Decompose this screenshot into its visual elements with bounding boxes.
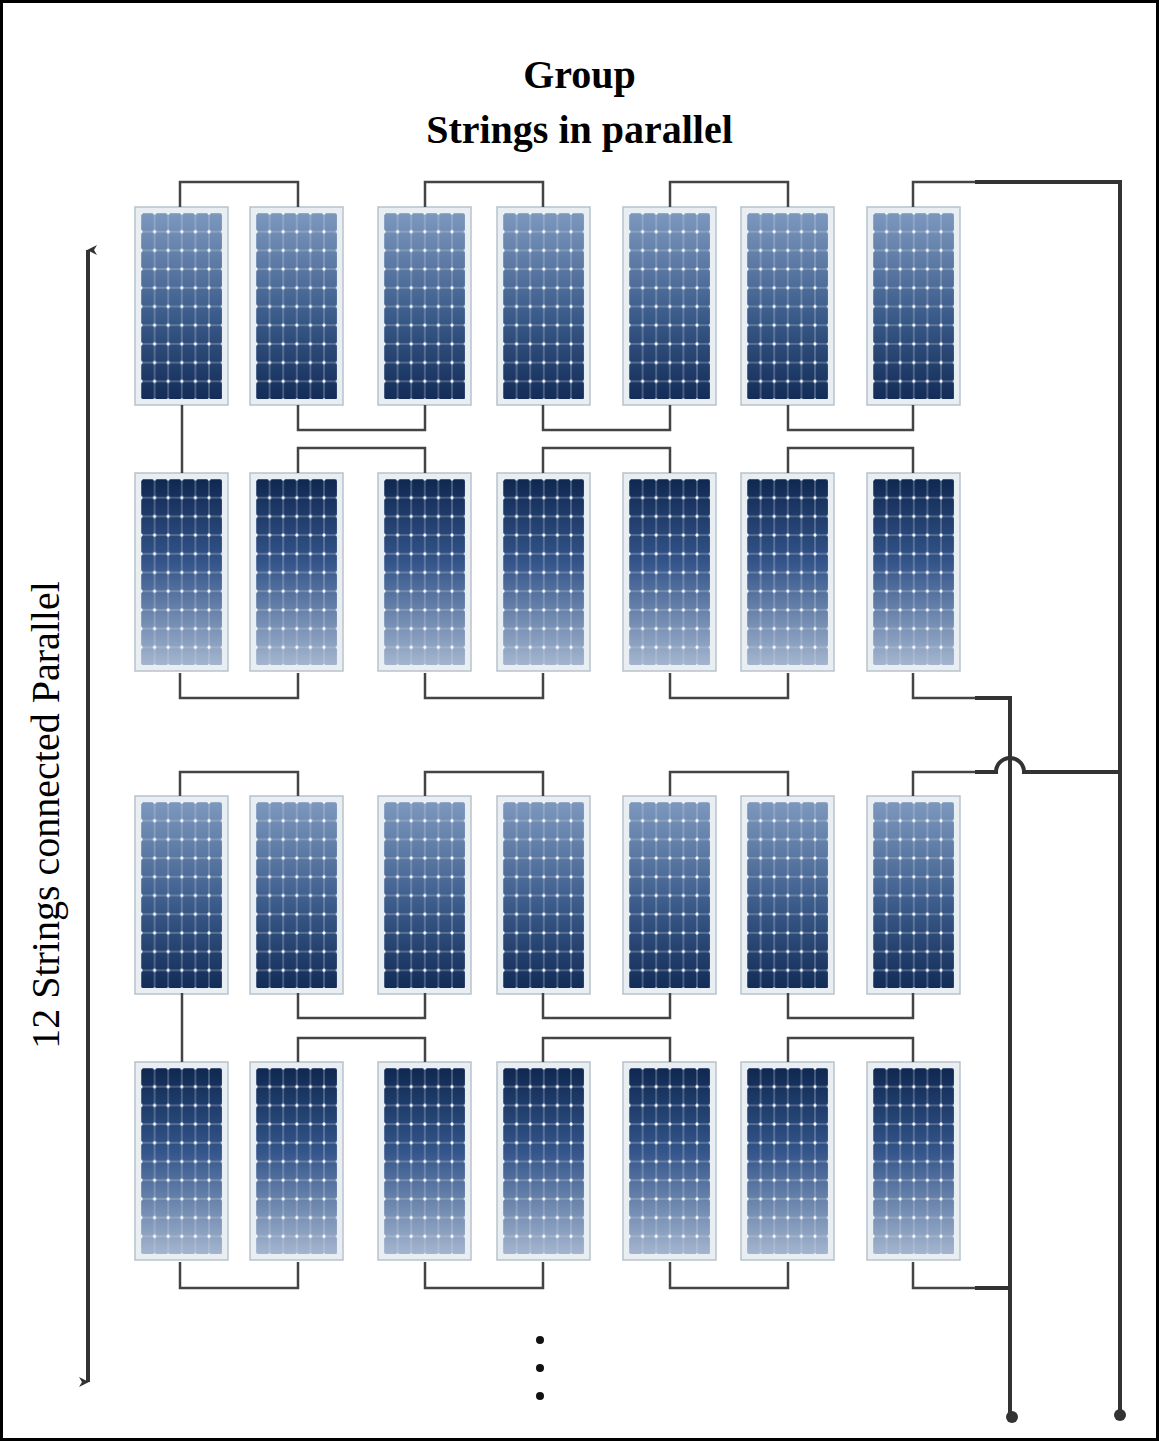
diagram-title: Group: [0, 52, 1159, 98]
solar-panel: [250, 1062, 343, 1260]
solar-panel: [867, 796, 960, 994]
solar-panels: [135, 207, 960, 1260]
terminal: [1114, 1409, 1126, 1421]
solar-panel: [741, 796, 834, 994]
solar-panel: [497, 473, 590, 671]
terminal: [1006, 1411, 1018, 1423]
solar-panel: [135, 1062, 228, 1260]
solar-panel: [867, 1062, 960, 1260]
solar-panel: [250, 473, 343, 671]
solar-panel: [741, 1062, 834, 1260]
solar-panel: [135, 207, 228, 405]
solar-panel: [867, 473, 960, 671]
span-arrow: [86, 250, 90, 1382]
solar-panel: [623, 796, 716, 994]
solar-panel: [497, 207, 590, 405]
continuation-dots: [536, 1336, 544, 1400]
solar-panel: [135, 796, 228, 994]
string-wiring: [180, 182, 975, 1288]
solar-panel: [135, 473, 228, 671]
solar-panel: [623, 207, 716, 405]
solar-panel: [378, 207, 471, 405]
solar-panel: [867, 207, 960, 405]
solar-panel: [378, 796, 471, 994]
solar-panel: [250, 207, 343, 405]
solar-panel: [497, 796, 590, 994]
solar-panel: [378, 1062, 471, 1260]
solar-panel: [378, 473, 471, 671]
solar-panel: [497, 1062, 590, 1260]
solar-panel: [250, 796, 343, 994]
solar-panel: [623, 1062, 716, 1260]
solar-panel: [623, 473, 716, 671]
solar-panel: [741, 207, 834, 405]
span-label: 12 Strings connected Parallel: [24, 581, 68, 1049]
bus-bars: [975, 182, 1120, 1415]
diagram-subtitle: Strings in parallel: [0, 107, 1159, 153]
solar-panel: [741, 473, 834, 671]
